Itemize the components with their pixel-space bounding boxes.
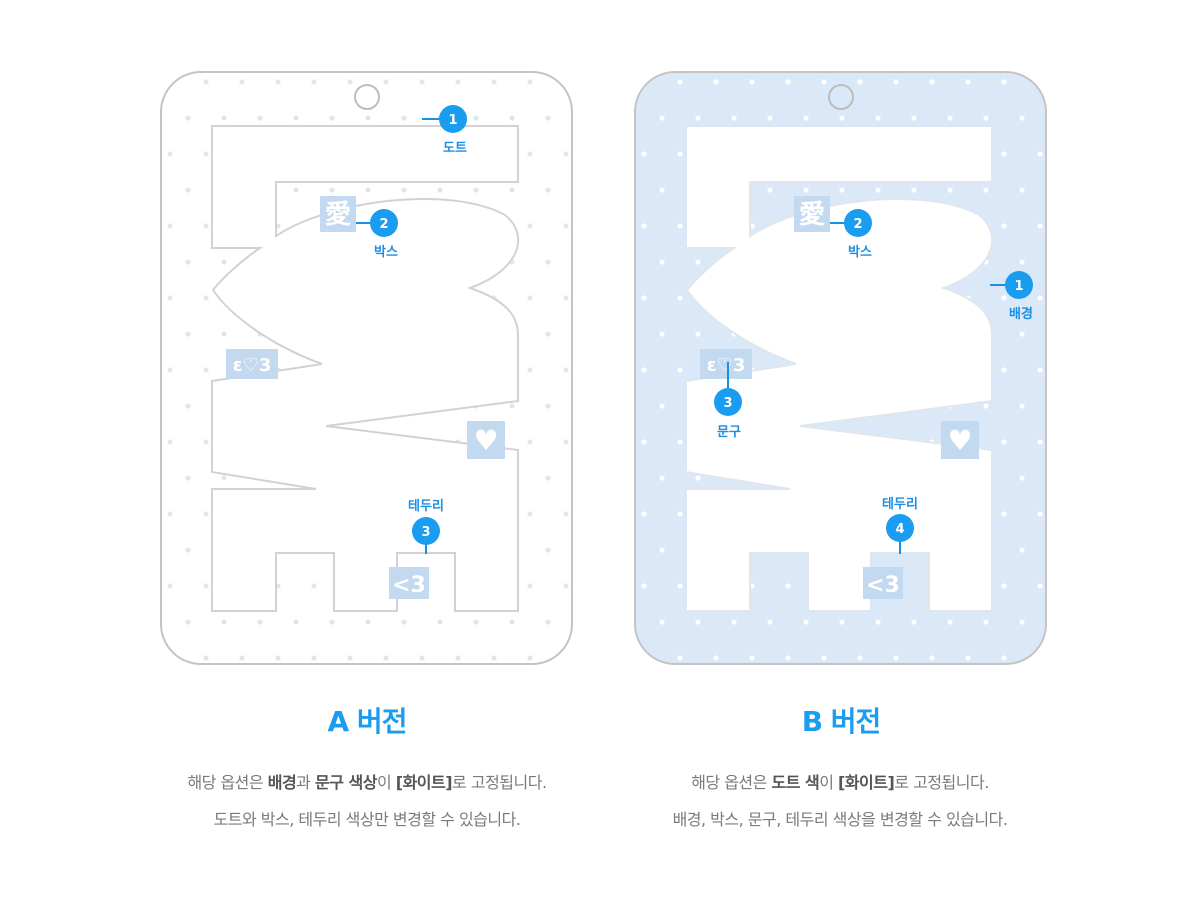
marker-background: 1 배경 <box>990 271 1033 322</box>
marker-border: 4 테두리 <box>882 496 918 554</box>
box-eheart3: ε♡3 <box>226 349 278 379</box>
box-heart: ♥ <box>467 421 505 459</box>
svg-text:3: 3 <box>723 396 732 411</box>
desc-emphasis: 배경 <box>267 773 297 792</box>
svg-text:테두리: 테두리 <box>882 496 918 512</box>
svg-text:도트: 도트 <box>443 141 467 156</box>
desc-text: 해당 옵션은 <box>187 773 268 792</box>
box-love: 愛 <box>794 196 830 232</box>
desc-text: 로 고정됩니다. <box>452 773 547 792</box>
desc-text: 해당 옵션은 <box>691 773 772 792</box>
box-love: 愛 <box>320 196 356 232</box>
box-lt3: <3 <box>389 567 429 599</box>
desc-text: 이 <box>376 773 396 792</box>
svg-text:배경: 배경 <box>1009 306 1033 322</box>
version-b-description: 해당 옵션은 도트 색이 [화이트]로 고정됩니다. 배경, 박스, 문구, 테… <box>580 764 1100 838</box>
desc-line-1: 해당 옵션은 배경과 문구 색상이 [화이트]로 고정됩니다. <box>107 764 627 801</box>
svg-text:愛: 愛 <box>799 200 825 230</box>
svg-text:<3: <3 <box>866 573 900 598</box>
svg-text:테두리: 테두리 <box>408 498 444 514</box>
keyring-hole <box>354 84 380 110</box>
desc-emphasis: 도트 색 <box>771 773 820 792</box>
svg-text:3: 3 <box>421 525 430 540</box>
marker-border: 3 테두리 <box>408 498 444 554</box>
desc-emphasis: 문구 색상 <box>314 773 377 792</box>
desc-emphasis: [화이트] <box>838 773 895 792</box>
svg-text:愛: 愛 <box>325 200 351 230</box>
box-eheart3: ε♡3 <box>700 349 752 379</box>
card-a: 愛 ε♡3 ♥ <3 1 도트 2 박스 3 테두리 <box>160 71 573 665</box>
marker-box: 2 박스 <box>356 209 398 260</box>
svg-text:♥: ♥ <box>947 424 972 457</box>
desc-text: 과 <box>296 773 315 792</box>
desc-text: 이 <box>819 773 839 792</box>
svg-text:1: 1 <box>1014 279 1023 294</box>
box-heart: ♥ <box>941 421 979 459</box>
svg-text:<3: <3 <box>392 573 426 598</box>
keyring-hole <box>828 84 854 110</box>
svg-text:2: 2 <box>853 217 862 232</box>
svg-text:ε♡3: ε♡3 <box>707 355 746 376</box>
svg-text:4: 4 <box>895 522 904 537</box>
desc-line-2: 배경, 박스, 문구, 테두리 색상을 변경할 수 있습니다. <box>672 810 1008 829</box>
svg-text:2: 2 <box>379 217 388 232</box>
desc-text: 로 고정됩니다. <box>894 773 989 792</box>
box-lt3: <3 <box>863 567 903 599</box>
desc-emphasis: [화이트] <box>395 773 453 792</box>
svg-text:♥: ♥ <box>473 424 498 457</box>
svg-text:문구: 문구 <box>717 425 741 440</box>
marker-dot: 1 도트 <box>422 105 467 156</box>
svg-text:1: 1 <box>448 113 457 128</box>
marker-box: 2 박스 <box>830 209 872 260</box>
marker-phrase: 3 문구 <box>714 362 742 440</box>
card-b: 愛 ε♡3 ♥ <3 1 배경 2 박스 3 문구 4 테두리 <box>634 71 1047 665</box>
version-b-title: B 버전 <box>801 705 882 738</box>
version-a-description: 해당 옵션은 배경과 문구 색상이 [화이트]로 고정됩니다. 도트와 박스, … <box>107 764 627 838</box>
version-a-title: A 버전 <box>327 705 408 738</box>
svg-text:박스: 박스 <box>374 244 398 260</box>
svg-text:박스: 박스 <box>848 244 872 260</box>
desc-line-1: 해당 옵션은 도트 색이 [화이트]로 고정됩니다. <box>580 764 1100 801</box>
svg-text:ε♡3: ε♡3 <box>233 355 272 376</box>
desc-line-2: 도트와 박스, 테두리 색상만 변경할 수 있습니다. <box>213 810 521 829</box>
